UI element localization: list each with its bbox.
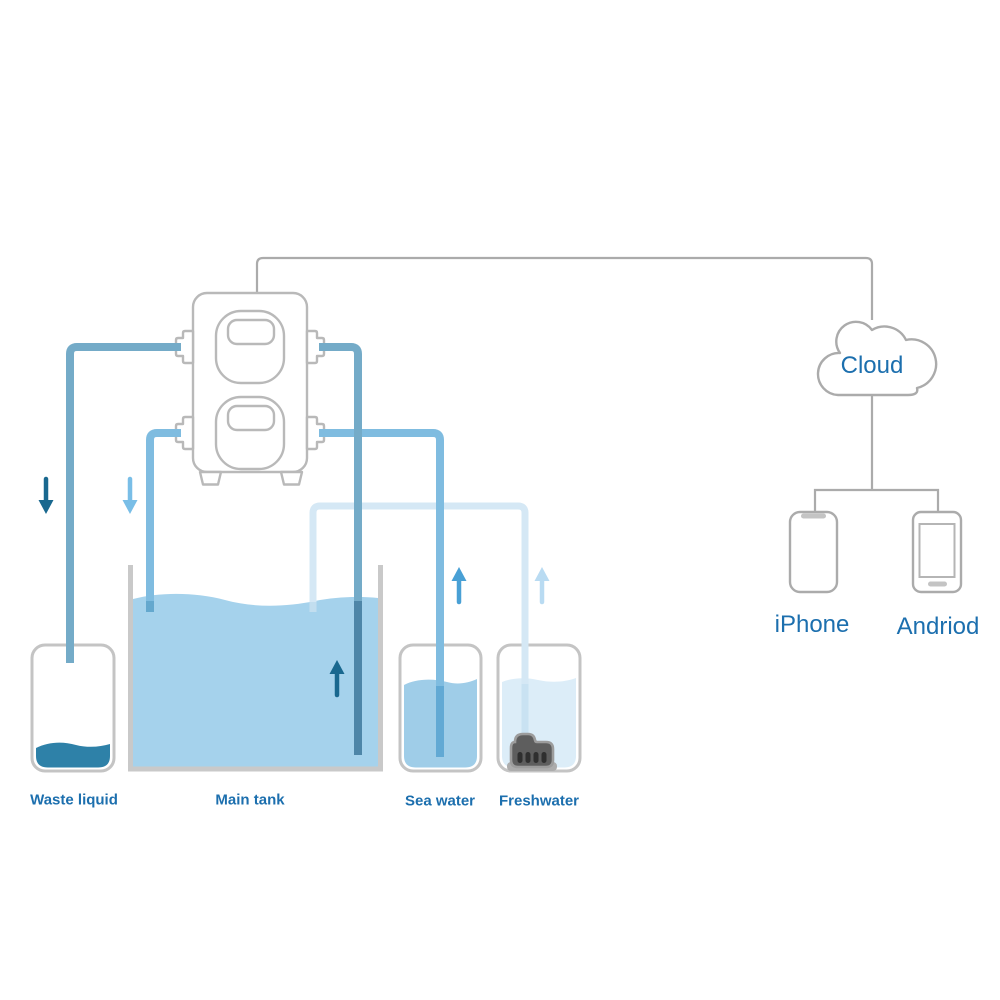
tube-pump-to-tank: [146, 429, 181, 612]
dosing-pump-icon: [174, 291, 326, 486]
iphone-icon: [788, 510, 839, 594]
tubes: [66, 343, 529, 757]
cloud-to-phones-line: [813, 394, 940, 512]
iphone-notch: [801, 513, 826, 519]
waste-container: [30, 643, 116, 773]
cloud-icon: [816, 320, 938, 397]
pump-foot-left: [198, 470, 223, 486]
tube-freshwater: [309, 502, 529, 738]
main-tank-label: Main tank: [215, 791, 285, 809]
sea-water-label: Sea water: [404, 792, 476, 810]
cloud-label: Cloud: [840, 352, 904, 379]
pump-port-top-right: [305, 329, 326, 365]
pump-port-top-left: [174, 329, 195, 365]
pump-head-top-icon: [214, 309, 286, 385]
android-phone-icon: [911, 510, 963, 594]
freshwater-label: Freshwater: [498, 792, 580, 810]
flow-arrows: [38, 476, 550, 698]
arrow-down-main-tank-icon: [122, 476, 138, 514]
arrow-down-waste-icon: [38, 476, 54, 514]
iphone-label: iPhone: [774, 611, 850, 638]
arrow-up-main-tank-icon: [329, 660, 345, 698]
signal-lines: [255, 256, 940, 512]
arrow-up-freshwater-icon: [534, 567, 550, 605]
android-home-bar: [928, 581, 947, 587]
pump-head-bottom-icon: [214, 395, 286, 471]
pump-foot-right: [279, 470, 304, 486]
ato-pump-slots: [517, 752, 547, 763]
tube-sea-to-pump: [319, 429, 444, 757]
main-tank: [128, 565, 383, 772]
pump-to-cloud-line: [255, 256, 874, 320]
waste-liquid-fill: [36, 742, 110, 768]
pump-port-bottom-left: [174, 415, 195, 451]
tube-pump-to-waste: [66, 343, 181, 663]
pump-port-bottom-right: [305, 415, 326, 451]
tube-tank-to-pump: [319, 343, 362, 755]
waste-liquid-label: Waste liquid: [30, 791, 118, 809]
android-label: Andriod: [896, 613, 980, 640]
main-tank-walls: [128, 565, 383, 772]
arrow-up-sea-water-icon: [451, 567, 467, 605]
main-tank-water: [133, 593, 378, 767]
ato-pump-icon: [507, 732, 557, 771]
